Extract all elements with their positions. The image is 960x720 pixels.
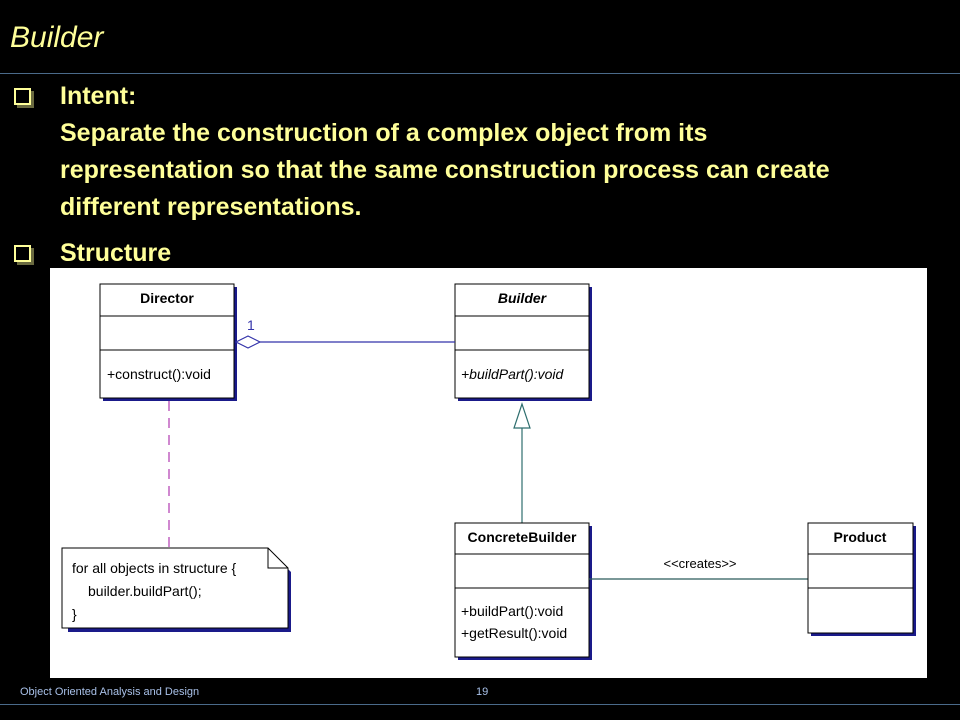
class-product: Product (807, 522, 916, 636)
class-name: Builder (498, 290, 548, 306)
class-name: Product (834, 529, 887, 545)
footer-course-title: Object Oriented Analysis and Design (20, 686, 200, 698)
header-divider (0, 73, 960, 74)
bullet-label: Intent: (60, 82, 137, 110)
footer-page-number: 19 (476, 686, 489, 698)
class-box (807, 522, 914, 634)
class-operation: +buildPart():void (461, 603, 563, 619)
note-line: for all objects in structure { (72, 560, 237, 576)
bullet-intent: Intent: Separate the construction of a c… (14, 78, 914, 228)
class-box (454, 522, 590, 658)
class-builder: Builder +buildPart():void (454, 283, 592, 401)
note-line: } (72, 606, 77, 622)
slide-title: Builder (10, 21, 104, 54)
note-box (61, 547, 289, 629)
aggregation-association: 1 (234, 317, 455, 349)
multiplicity-label: 1 (247, 317, 255, 333)
note-fold-icon (267, 548, 288, 569)
checkbox-bullet-icon (14, 245, 31, 262)
class-operation: +buildPart():void (461, 366, 565, 382)
uml-diagram-svg: Director +construct():void Builder +buil… (61, 283, 916, 660)
inheritance-triangle-icon (513, 402, 531, 429)
class-name: Director (140, 290, 194, 306)
bullet-structure: Structure (14, 235, 414, 272)
class-operation: +getResult():void (461, 625, 567, 641)
class-concrete-builder: ConcreteBuilder +buildPart():void +getRe… (454, 522, 592, 660)
class-box (454, 283, 590, 399)
class-box (99, 283, 235, 399)
bullet-line: Separate the construction of a complex o… (60, 119, 708, 147)
creates-dependency: <<creates>> (589, 556, 808, 580)
note-line: builder.buildPart(); (88, 583, 202, 599)
uml-diagram: Director +construct():void Builder +buil… (50, 268, 927, 678)
bullet-line: different representations. (60, 193, 362, 221)
note: for all objects in structure { builder.b… (61, 547, 291, 632)
class-operation: +construct():void (107, 366, 211, 382)
creates-label: <<creates>> (664, 556, 737, 571)
class-director: Director +construct():void (99, 283, 237, 401)
generalization (513, 402, 531, 523)
checkbox-bullet-icon (14, 88, 31, 105)
class-name: ConcreteBuilder (468, 529, 577, 545)
footer-divider (0, 704, 960, 705)
bullet-line: representation so that the same construc… (60, 156, 830, 184)
bullet-label: Structure (60, 239, 172, 267)
aggregation-diamond-icon (234, 335, 262, 349)
